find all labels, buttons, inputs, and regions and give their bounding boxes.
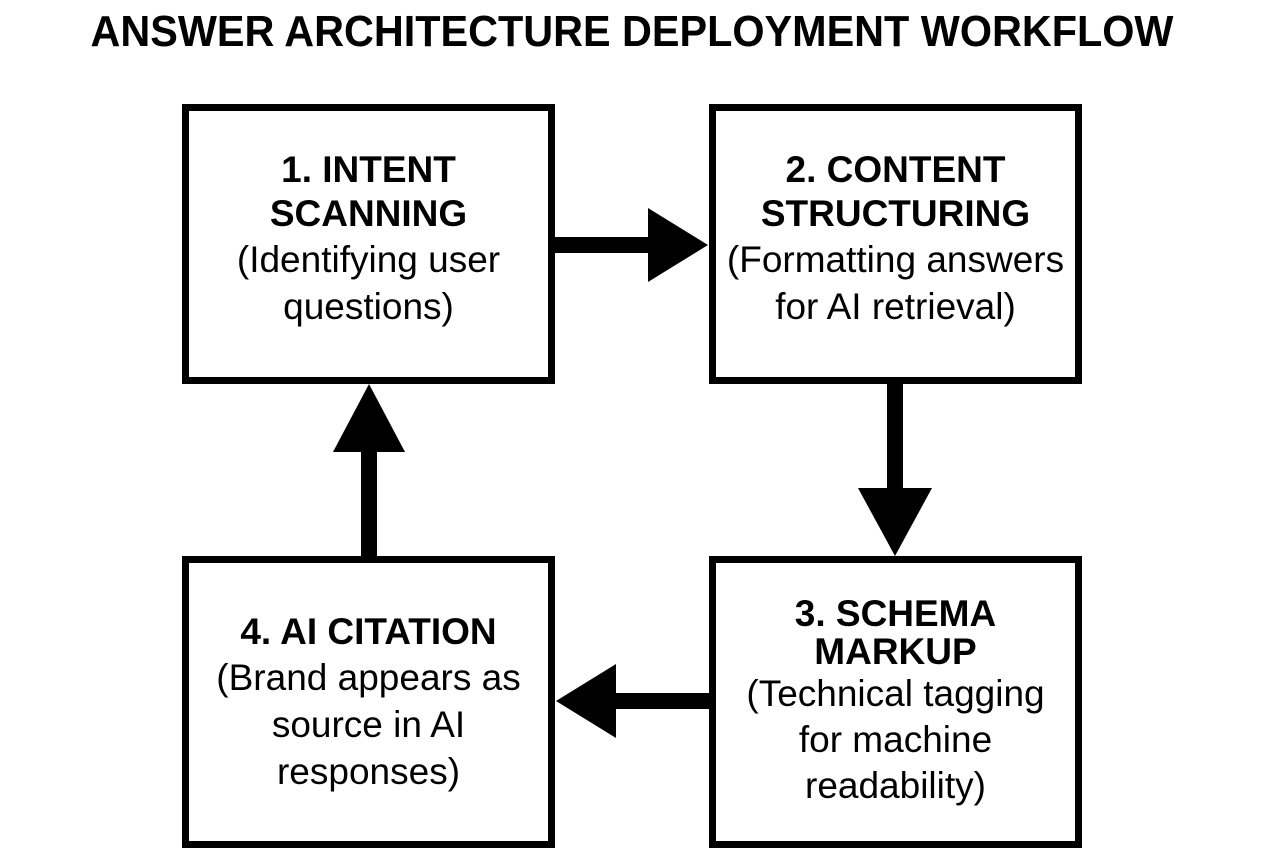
arrow-4-1-shaft — [361, 446, 377, 556]
step-3-description: (Technical tagging for machine readabili… — [746, 673, 1045, 806]
arrow-down-head-icon — [858, 488, 932, 556]
step-1-description: (Identifying user questions) — [236, 239, 501, 327]
arrow-step1-to-step2 — [555, 208, 708, 282]
step-4-title: 4. AI CITATION — [240, 610, 497, 652]
step-2-description: (Formatting answers for AI retrieval) — [726, 239, 1065, 327]
step-3-box: 3. SCHEMA MARKUP (Technical tagging for … — [709, 556, 1082, 848]
diagram-title: ANSWER ARCHITECTURE DEPLOYMENT WORKFLOW — [90, 7, 1174, 56]
step-4-description: (Brand appears as source in AI responses… — [216, 656, 521, 792]
step-2-title: 2. CONTENT STRUCTURING — [760, 149, 1031, 234]
step-4-box: 4. AI CITATION (Brand appears as source … — [182, 556, 555, 848]
arrow-step2-to-step3 — [858, 384, 932, 556]
arrow-up-head-icon — [333, 384, 405, 452]
step-1-title: 1. INTENT SCANNING — [269, 149, 468, 234]
arrow-1-2-shaft — [555, 237, 655, 253]
arrow-right-head-icon — [648, 208, 708, 282]
arrow-step4-to-step1 — [333, 384, 405, 556]
step-3-title: 3. SCHEMA MARKUP — [794, 593, 997, 672]
arrow-left-head-icon — [556, 664, 616, 738]
step-1-box: 1. INTENT SCANNING (Identifying user que… — [182, 104, 555, 384]
step-2-box: 2. CONTENT STRUCTURING (Formatting answe… — [709, 104, 1082, 384]
arrow-step3-to-step4 — [556, 664, 709, 738]
arrow-2-3-shaft — [887, 384, 903, 494]
arrow-3-4-shaft — [610, 693, 709, 709]
